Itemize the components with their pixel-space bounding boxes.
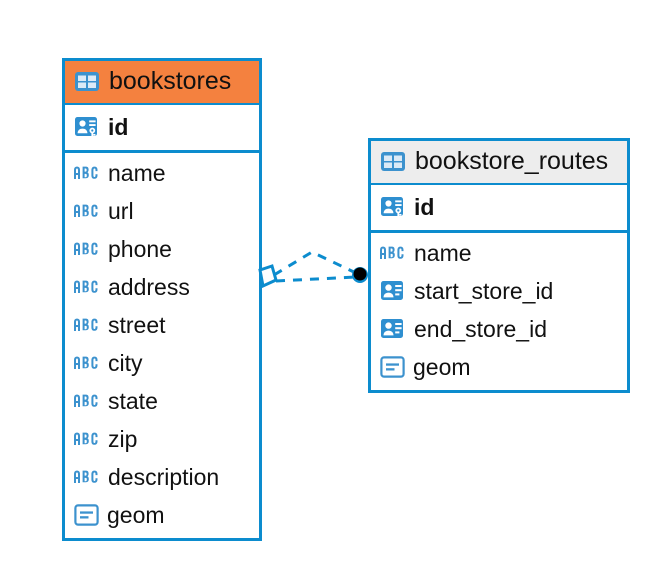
entity-title: bookstore_routes <box>415 147 609 175</box>
field-row[interactable]: start_store_id <box>371 272 627 310</box>
abc-text-icon <box>380 246 404 259</box>
field-list: name url <box>65 153 259 538</box>
abc-text-icon <box>74 470 98 483</box>
geometry-icon <box>74 504 99 526</box>
relationship-line-upper <box>273 250 359 277</box>
hollow-diamond-marker <box>258 264 278 289</box>
field-row[interactable]: end_store_id <box>371 310 627 348</box>
table-icon <box>381 152 405 171</box>
field-label: name <box>108 159 166 186</box>
field-label: street <box>108 311 166 338</box>
field-row[interactable]: state <box>65 382 259 420</box>
field-row[interactable]: id <box>371 185 627 230</box>
relationship-line-lower <box>275 275 357 283</box>
field-label: name <box>414 239 472 266</box>
field-label: id <box>108 114 129 140</box>
field-label: url <box>108 197 134 224</box>
abc-text-icon <box>74 280 98 293</box>
primary-key-section: id <box>371 185 627 233</box>
field-label: geom <box>107 501 165 528</box>
field-row[interactable]: zip <box>65 420 259 458</box>
entity-bookstores[interactable]: bookstores id <box>62 58 262 541</box>
field-label: end_store_id <box>414 315 547 342</box>
field-row[interactable]: address <box>65 268 259 306</box>
abc-text-icon <box>74 166 98 179</box>
entity-header-bookstore-routes[interactable]: bookstore_routes <box>371 141 627 185</box>
entity-header-bookstores[interactable]: bookstores <box>65 61 259 105</box>
foreign-key-icon <box>381 281 403 300</box>
primary-key-icon <box>75 116 97 138</box>
field-row[interactable]: geom <box>371 348 627 386</box>
field-row[interactable]: name <box>65 154 259 192</box>
field-label: description <box>108 463 220 490</box>
abc-text-icon <box>74 318 98 331</box>
field-row[interactable]: city <box>65 344 259 382</box>
field-row[interactable]: description <box>65 458 259 496</box>
field-row[interactable]: name <box>371 234 627 272</box>
field-label: geom <box>413 353 471 380</box>
field-label: city <box>108 349 143 376</box>
filled-circle-marker <box>353 267 367 281</box>
relationship-connector[interactable] <box>252 240 382 315</box>
field-label: id <box>414 194 435 220</box>
primary-key-section: id <box>65 105 259 153</box>
field-row[interactable]: url <box>65 192 259 230</box>
field-row[interactable]: phone <box>65 230 259 268</box>
abc-text-icon <box>74 394 98 407</box>
field-label: address <box>108 273 190 300</box>
field-row[interactable]: geom <box>65 496 259 534</box>
foreign-key-icon <box>381 319 403 338</box>
abc-text-icon <box>74 242 98 255</box>
field-row[interactable]: street <box>65 306 259 344</box>
table-icon <box>75 72 99 91</box>
geometry-icon <box>380 356 405 378</box>
primary-key-icon <box>381 196 403 218</box>
field-label: start_store_id <box>414 277 554 304</box>
field-list: name start_store_id <box>371 233 627 390</box>
field-row[interactable]: id <box>65 105 259 150</box>
abc-text-icon <box>74 432 98 445</box>
field-label: zip <box>108 425 138 452</box>
entity-title: bookstores <box>109 67 232 95</box>
abc-text-icon <box>74 204 98 217</box>
field-label: phone <box>108 235 172 262</box>
field-label: state <box>108 387 158 414</box>
entity-bookstore-routes[interactable]: bookstore_routes id <box>368 138 630 393</box>
abc-text-icon <box>74 356 98 369</box>
